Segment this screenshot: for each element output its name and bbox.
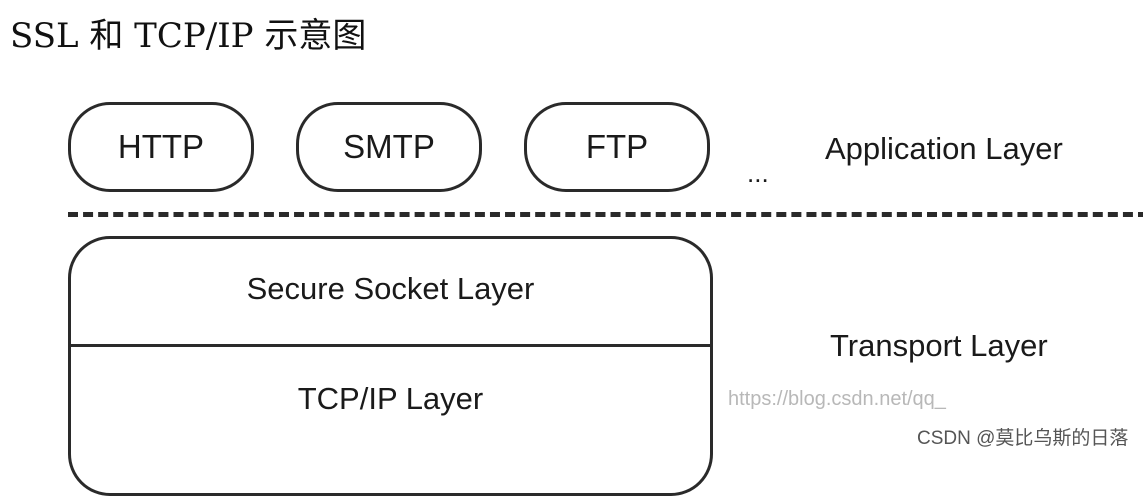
watermark-author: CSDN @莫比乌斯的日落	[917, 428, 1129, 449]
application-layer-label: Application Layer	[825, 131, 1063, 166]
tcp-ip-layer: TCP/IP Layer	[297, 381, 484, 416]
stack-divider	[71, 344, 710, 347]
watermark-url: https://blog.csdn.net/qq_	[728, 388, 946, 410]
transport-layer-label: Transport Layer	[830, 328, 1048, 363]
diagram-title: SSL 和 TCP/IP 示意图	[10, 16, 367, 56]
transport-stack-box: Secure Socket Layer TCP/IP Layer	[68, 236, 713, 496]
layer-separator-dashed-line	[68, 212, 1143, 217]
secure-socket-layer: Secure Socket Layer	[246, 271, 535, 306]
more-protocols-ellipsis: ...	[747, 158, 769, 188]
protocol-ftp: FTP	[524, 102, 710, 192]
protocol-smtp: SMTP	[296, 102, 482, 192]
protocol-http: HTTP	[68, 102, 254, 192]
